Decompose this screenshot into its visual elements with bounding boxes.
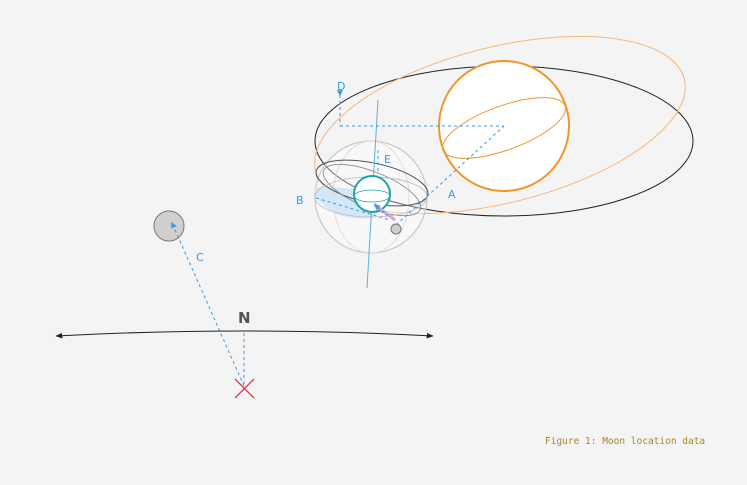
horizon-line: [55, 330, 434, 339]
label-a: A: [448, 188, 456, 201]
line-c: [171, 221, 245, 387]
label-c: C: [196, 251, 204, 264]
label-b: B: [296, 194, 304, 207]
earth-moon-arrow: [374, 204, 389, 217]
earth-equator: [353, 189, 391, 203]
line-b: [315, 197, 391, 221]
line-a: [395, 125, 505, 226]
sun-equator-ellipse: [441, 97, 567, 159]
moon-small-circle: [390, 223, 402, 235]
earth-circle: [353, 175, 391, 213]
north-label: N: [238, 309, 251, 327]
label-d: D: [337, 80, 345, 93]
moon-sky-circle: [153, 210, 185, 242]
label-e: E: [384, 153, 391, 166]
figure-caption: Figure 1: Moon location data: [545, 436, 706, 447]
observer-x-mark: [234, 378, 255, 399]
sun-orbit-ellipse: [314, 35, 686, 215]
